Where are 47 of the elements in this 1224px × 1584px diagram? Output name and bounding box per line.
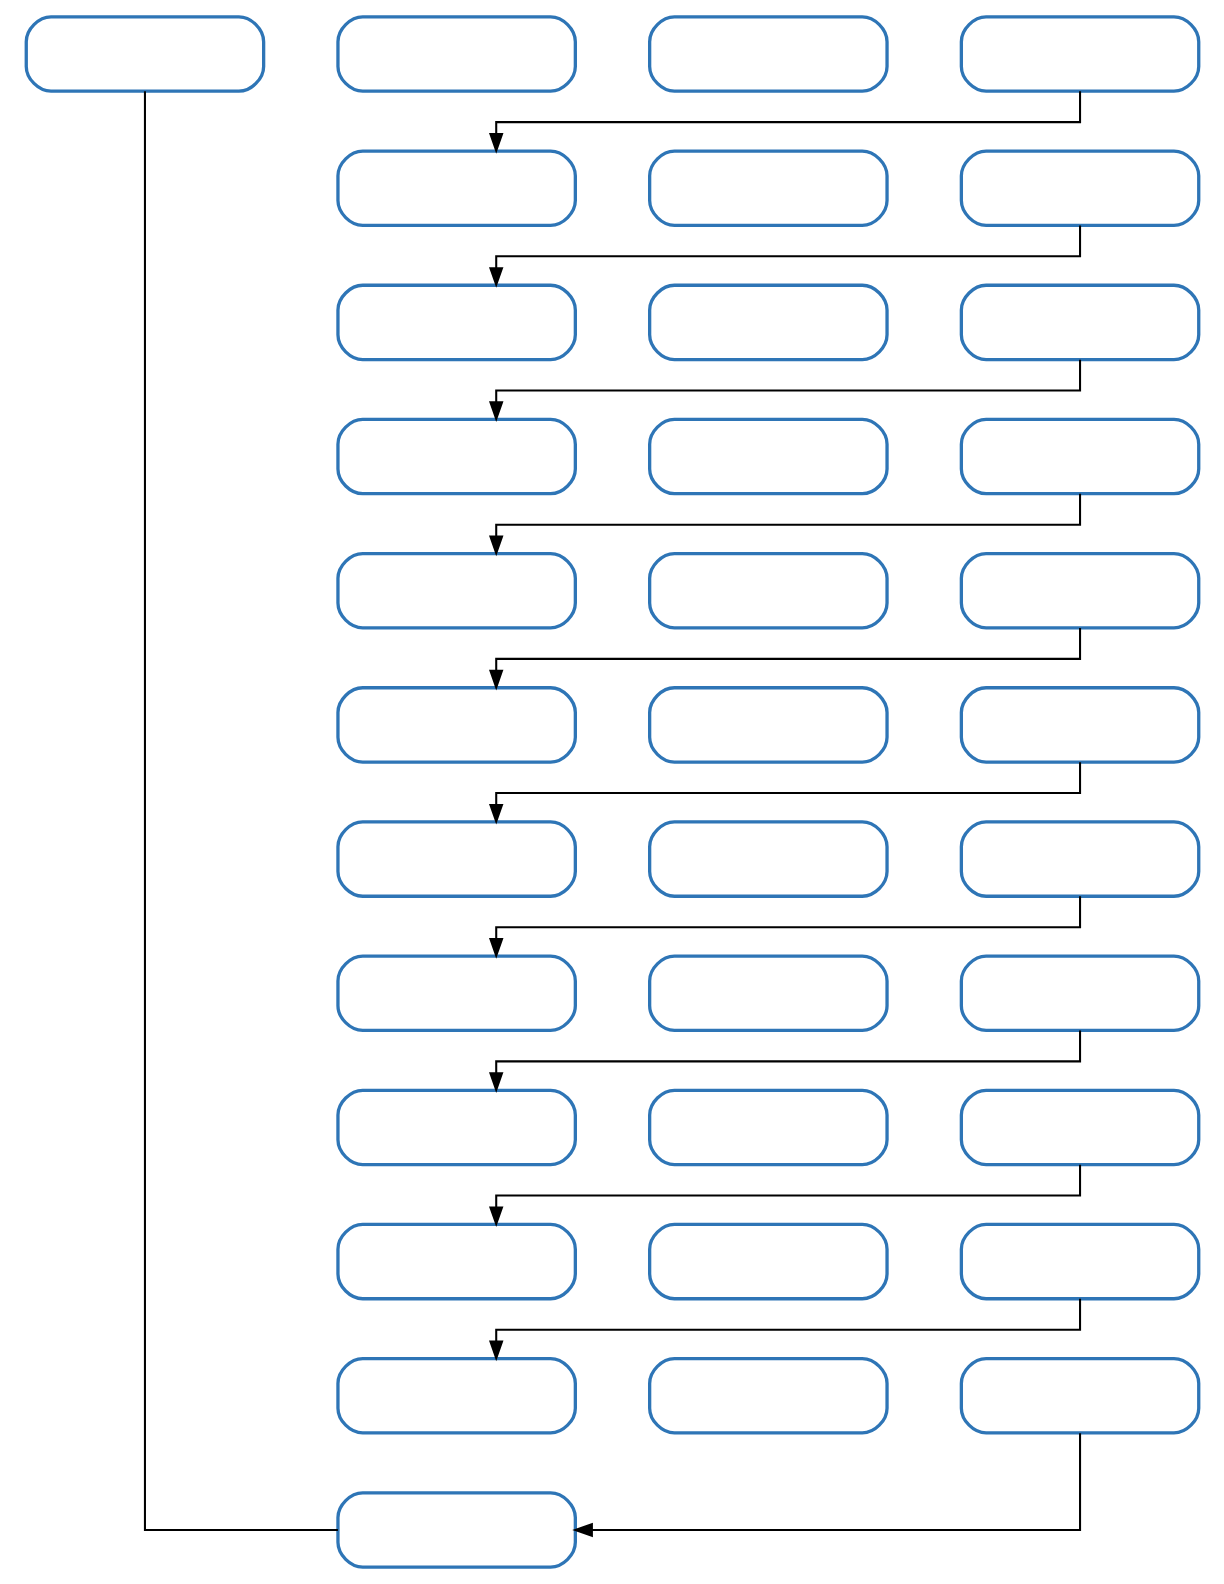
node-box	[647, 1357, 889, 1435]
node-box	[647, 820, 889, 898]
node-box	[647, 1088, 889, 1167]
arrow	[488, 359, 1081, 423]
node-box	[335, 1491, 577, 1569]
arrow	[488, 225, 1081, 288]
arrow	[488, 628, 1081, 691]
node-box	[647, 686, 889, 764]
node-box	[24, 15, 265, 93]
arrow	[488, 1030, 1081, 1093]
node-box	[335, 820, 577, 898]
node-box	[335, 15, 577, 93]
node-box	[959, 954, 1200, 1033]
node-box	[959, 686, 1200, 764]
node-box	[335, 551, 577, 630]
arrow	[488, 896, 1081, 959]
node-box	[959, 551, 1200, 630]
node-box	[647, 417, 889, 496]
node-box	[647, 551, 889, 630]
node-box	[959, 15, 1200, 93]
node-box	[335, 686, 577, 764]
node-box	[335, 1088, 577, 1167]
connector	[143, 91, 338, 1531]
node-box	[959, 820, 1200, 898]
node-box	[647, 283, 889, 362]
node-box	[335, 417, 577, 496]
node-box	[335, 149, 577, 227]
node-box	[335, 1222, 577, 1301]
node-box	[959, 1357, 1200, 1435]
arrow	[488, 762, 1081, 825]
node-box	[959, 283, 1200, 362]
arrow	[571, 1433, 1081, 1538]
node-box	[959, 417, 1200, 496]
node-box	[647, 1222, 889, 1301]
node-box	[335, 283, 577, 362]
node-box	[647, 149, 889, 227]
node-box	[959, 149, 1200, 227]
node-box	[647, 15, 889, 93]
arrow	[488, 493, 1081, 557]
arrow	[488, 1164, 1081, 1228]
arrow	[488, 91, 1081, 154]
node-box	[335, 954, 577, 1033]
node-box	[959, 1222, 1200, 1301]
node-box	[647, 954, 889, 1033]
arrow	[488, 1298, 1081, 1362]
node-box	[335, 1357, 577, 1435]
node-box	[959, 1088, 1200, 1167]
